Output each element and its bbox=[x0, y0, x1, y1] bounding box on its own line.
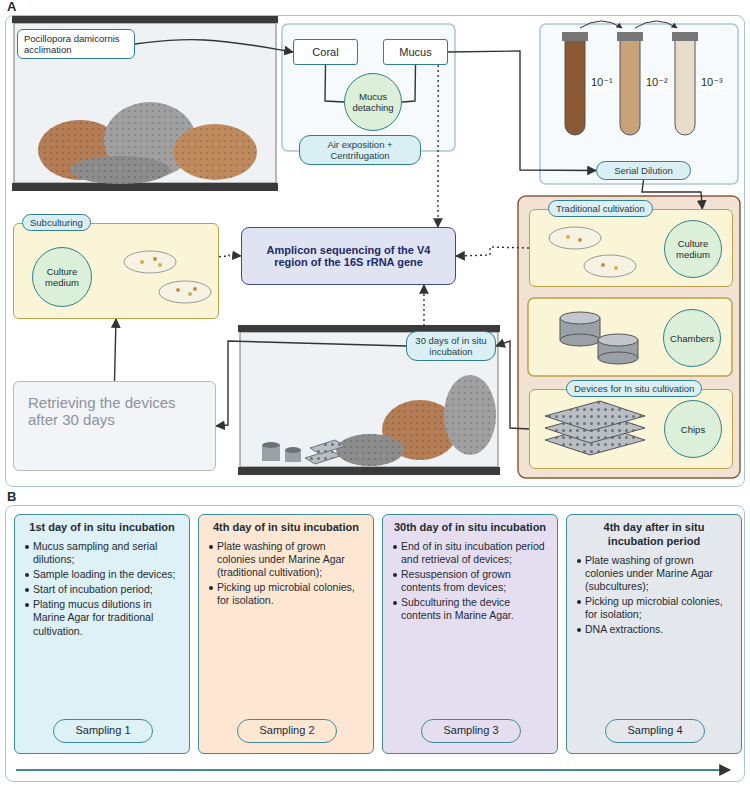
node-label: Sampling 1 bbox=[60, 724, 146, 738]
chambers-box bbox=[528, 298, 732, 376]
node-label: Coral bbox=[312, 46, 338, 58]
node-label: Sampling 4 bbox=[612, 724, 698, 738]
tank-label: Pocillopora damicornis acclimation bbox=[17, 29, 135, 59]
box-fill bbox=[13, 223, 219, 319]
stage-tab: Subculturing bbox=[22, 214, 91, 231]
timeline-arrow bbox=[16, 769, 730, 771]
flow-arrow bbox=[402, 65, 416, 102]
petri-dish bbox=[124, 251, 211, 303]
bullet-text: DNA extractions. bbox=[575, 623, 733, 636]
flow-arrow bbox=[423, 285, 424, 331]
dilution-panel bbox=[540, 24, 738, 184]
stage-box: Traditional cultivationCulture medium bbox=[529, 209, 733, 287]
bullet-text: Picking up microbial colonies, for isola… bbox=[207, 581, 365, 607]
box-heading: 30th day of in situ incubation bbox=[391, 521, 549, 535]
bullet-text: Plating mucus dilutions in Marine Agar f… bbox=[23, 598, 181, 637]
node-label: Culture medium bbox=[669, 238, 717, 260]
flow-arrow bbox=[216, 341, 406, 426]
node-label: 30 days of in situ incubation bbox=[413, 335, 489, 357]
stage-box: Retrieving the devices after 30 days bbox=[13, 381, 216, 471]
timeline-box: 1st day of in situ incubationMucus sampl… bbox=[14, 514, 190, 754]
bullet-text: Start of incubation period; bbox=[23, 583, 181, 596]
process-box: Mucus bbox=[383, 39, 448, 65]
box-heading: 4th day after in situ incubation period bbox=[575, 521, 733, 549]
dilution-label: 10⁻² bbox=[645, 76, 669, 89]
step-circle: Culture medium bbox=[664, 220, 722, 278]
flow-arrow bbox=[135, 40, 293, 52]
node-label: Serial Dilution bbox=[603, 165, 684, 176]
panel: APocillopora damicornis acclimationCoral… bbox=[5, 15, 745, 487]
panel-letter: B bbox=[7, 489, 16, 504]
step-circle: Chambers bbox=[663, 309, 721, 367]
stage-tab: Traditional cultivation bbox=[548, 200, 653, 217]
cultivation-panel bbox=[518, 196, 740, 478]
aquarium bbox=[238, 325, 500, 475]
flow-arrow bbox=[219, 255, 241, 257]
sampling-pill: Sampling 1 bbox=[53, 719, 153, 743]
stage-box: SubculturingCulture medium bbox=[13, 223, 219, 319]
flow-arrow bbox=[325, 65, 344, 102]
bullet-text: Resuspension of grown contents from devi… bbox=[391, 568, 549, 594]
box-fill bbox=[13, 381, 216, 471]
bullet-text: Subculturing the device contents in Mari… bbox=[391, 596, 549, 622]
timeline-box: 30th day of in situ incubationEnd of in … bbox=[382, 514, 558, 754]
sampling-pill: Sampling 3 bbox=[421, 719, 521, 743]
mucus-group bbox=[282, 24, 455, 151]
node-label: Mucus detaching bbox=[349, 91, 397, 113]
flow-arrow bbox=[115, 319, 117, 381]
flow-arrow bbox=[448, 51, 596, 171]
node-label: Chips bbox=[681, 424, 705, 435]
chamber-device bbox=[560, 312, 638, 364]
flow-arrow bbox=[496, 341, 529, 429]
dilution-label: 10⁻¹ bbox=[590, 76, 614, 89]
dilution-label: 10⁻³ bbox=[700, 76, 724, 89]
box-heading: 4th day of in situ incubation bbox=[207, 521, 365, 535]
step-pill: Air exposition + Centrifugation bbox=[299, 135, 421, 165]
panel: B1st day of in situ incubationMucus samp… bbox=[5, 505, 745, 782]
node-label: Mucus bbox=[399, 46, 431, 58]
bullet-text: Mucus sampling and serial dilutions; bbox=[23, 540, 181, 566]
bullet-text: Picking up microbial colonies, for isola… bbox=[575, 595, 733, 621]
step-pill: 30 days of in situ incubation bbox=[406, 331, 496, 361]
step-pill: Serial Dilution bbox=[596, 161, 691, 180]
node-label: Amplicon sequencing of the V4 region of … bbox=[250, 244, 447, 268]
test-tube bbox=[562, 21, 698, 135]
node-label: Retrieving the devices after 30 days bbox=[28, 394, 201, 428]
node-label: Pocillopora damicornis acclimation bbox=[24, 33, 128, 55]
box-fill bbox=[529, 209, 733, 287]
box-fill bbox=[529, 389, 733, 469]
node-label: Sampling 2 bbox=[244, 724, 330, 738]
stage-tab: Devices for In situ cultivation bbox=[566, 380, 702, 397]
bullet-text: Plate washing of grown colonies under Ma… bbox=[207, 540, 365, 579]
bullet-text: Plate washing of grown colonies under Ma… bbox=[575, 554, 733, 593]
step-circle: Culture medium bbox=[32, 247, 92, 307]
timeline-box: 4th day of in situ incubationPlate washi… bbox=[198, 514, 374, 754]
node-label: Sampling 3 bbox=[428, 724, 514, 738]
process-box: Coral bbox=[293, 39, 358, 65]
petri-dish bbox=[549, 227, 636, 277]
node-label: Air exposition + Centrifugation bbox=[306, 139, 414, 161]
sampling-pill: Sampling 4 bbox=[605, 719, 705, 743]
panel-letter: A bbox=[7, 0, 16, 14]
node-label: Culture medium bbox=[37, 266, 87, 288]
sequencing-box: Amplicon sequencing of the V4 region of … bbox=[241, 227, 456, 285]
flow-arrow bbox=[437, 65, 439, 227]
flow-arrow bbox=[456, 247, 529, 256]
bullet-text: End of in situ incubation period and ret… bbox=[391, 540, 549, 566]
step-circle: Chips bbox=[664, 400, 722, 458]
sampling-pill: Sampling 2 bbox=[237, 719, 337, 743]
node-label: Chambers bbox=[670, 333, 714, 344]
bullet-text: Sample loading in the devices; bbox=[23, 568, 181, 581]
chip-device bbox=[545, 401, 645, 455]
timeline-box: 4th day after in situ incubation periodP… bbox=[566, 514, 742, 754]
stage-box: Devices for In situ cultivationChips bbox=[529, 389, 733, 469]
step-circle: Mucus detaching bbox=[344, 73, 402, 131]
box-heading: 1st day of in situ incubation bbox=[23, 521, 181, 535]
